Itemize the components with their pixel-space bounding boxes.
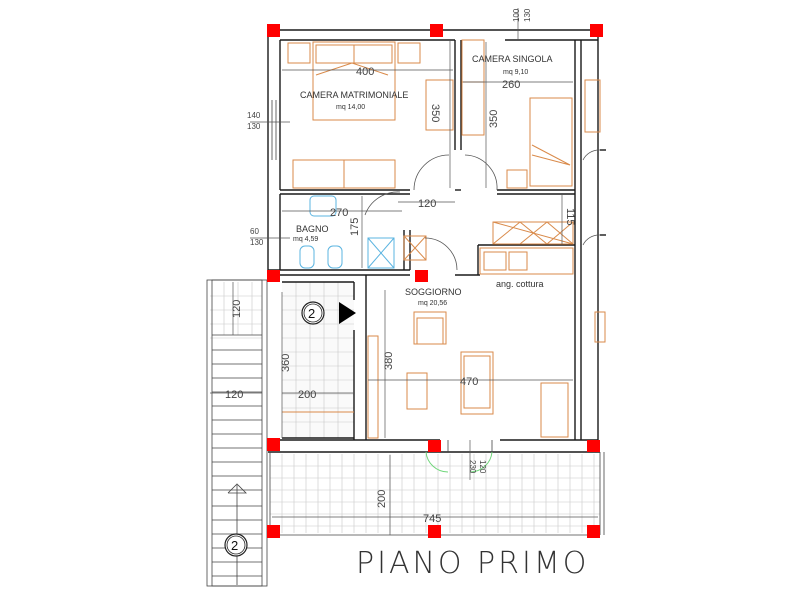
- room-area-bagno: mq 4,59: [293, 236, 318, 243]
- dim-kitchen-depth: 115: [564, 208, 576, 226]
- room-area-camera-matrimoniale: mq 14,00: [336, 104, 365, 111]
- room-label-soggiorno: SOGGIORNO: [405, 287, 462, 297]
- room-area-soggiorno: mq 20,56: [418, 300, 447, 307]
- walls: [267, 29, 606, 536]
- dim-singola-depth: 350: [488, 110, 500, 128]
- dim-matrimoniale-depth: 350: [429, 104, 441, 122]
- stair-top-tiles: [210, 282, 262, 339]
- sanitary-fixtures: [299, 195, 427, 269]
- dim-door-b: 230: [468, 460, 477, 474]
- dim-soggiorno-depth: 380: [383, 352, 395, 370]
- dim-bagno-width: 270: [330, 207, 348, 219]
- doors: [364, 149, 601, 473]
- marker-label: 2: [231, 538, 238, 553]
- pillars: [267, 24, 603, 538]
- dim-stair-width-top: 120: [231, 300, 243, 318]
- dim-bath-window-a: 60: [250, 227, 259, 236]
- room-label-bagno: BAGNO: [296, 224, 329, 234]
- room-label-angolo-cottura: ang. cottura: [496, 279, 544, 289]
- dim-matrimoniale-width: 400: [356, 66, 374, 78]
- room-label-camera-matrimoniale: CAMERA MATRIMONIALE: [300, 90, 408, 100]
- dim-singola-width: 260: [502, 79, 520, 91]
- dim-landing-width: 200: [298, 389, 316, 401]
- section-arrow-icon: [339, 302, 356, 324]
- dim-bagno-depth: 175: [349, 218, 361, 236]
- dim-window-top-a: 100: [512, 8, 521, 22]
- dim-stair-width: 120: [225, 389, 243, 401]
- dim-corridor: 120: [418, 198, 436, 210]
- dim-door-a: 120: [478, 460, 487, 474]
- room-label-camera-singola: CAMERA SINGOLA: [472, 54, 553, 64]
- stair-marker-ramp[interactable]: 2: [224, 533, 248, 557]
- dim-soggiorno-width: 470: [460, 376, 478, 388]
- marker-label: 2: [308, 306, 315, 321]
- dim-bath-window-b: 130: [250, 238, 264, 247]
- furniture: [282, 39, 606, 439]
- dimension-lines: [210, 8, 598, 535]
- dim-landing-depth: 360: [280, 354, 292, 372]
- dim-window-left-a: 140: [247, 111, 261, 120]
- plan-title: PIANO PRIMO: [356, 546, 590, 581]
- dim-window-left-b: 130: [247, 122, 261, 131]
- balcony-tiles: [270, 454, 600, 533]
- dim-balcony-width: 745: [423, 513, 441, 525]
- stair-marker-landing[interactable]: 2: [301, 301, 356, 325]
- dim-window-top-b: 130: [523, 8, 532, 22]
- dim-balcony-depth: 200: [376, 490, 388, 508]
- room-area-camera-singola: mq 9,10: [503, 69, 528, 76]
